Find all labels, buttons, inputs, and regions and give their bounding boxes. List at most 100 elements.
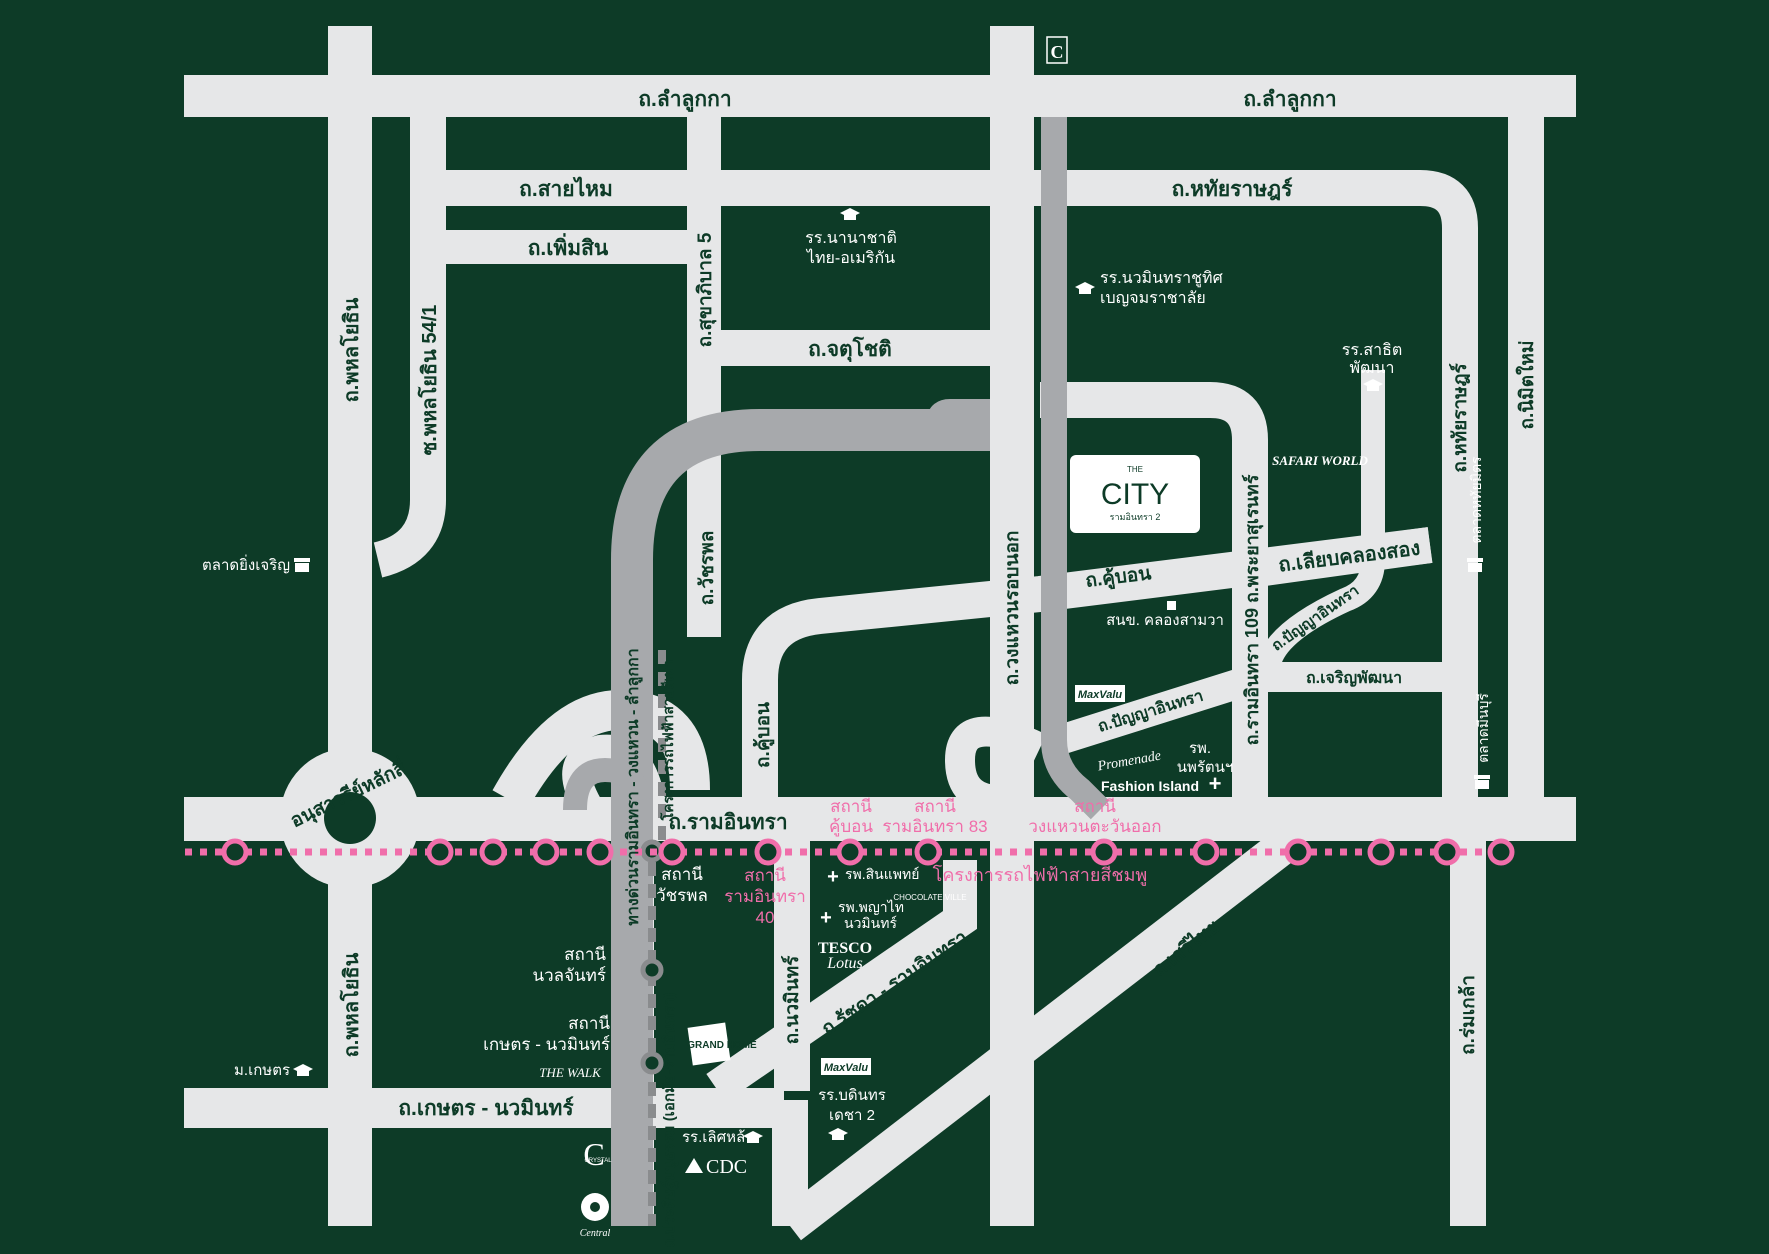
- road-seri-thai: [779, 826, 1301, 1241]
- maxvalu-badge: [821, 1058, 871, 1075]
- label-kaset-nawamin: ถ.เกษตร - นวมินทร์: [398, 1096, 574, 1120]
- school-icon: [743, 1131, 763, 1143]
- brand-maxvalu-1: MaxValu: [1078, 689, 1123, 701]
- road-nimit-mai: [1508, 117, 1544, 797]
- label-nimit-mai: ถ.นิมิตใหม่: [1515, 341, 1538, 430]
- brand-safari-world: SAFARI WORLD: [1272, 453, 1368, 468]
- central-logo-icon: [581, 1193, 609, 1221]
- project-name: CITY: [1101, 478, 1169, 511]
- svg-text:นวลจันทร์: นวลจันทร์: [532, 966, 606, 985]
- label-sai-mai: ถ.สายไหม: [519, 176, 613, 201]
- place-intl-school: รร.นานาชาติ: [805, 230, 897, 247]
- label-pink-line-project: โครงการรถไฟฟ้าสายสีชมพู: [933, 864, 1148, 886]
- expressway-east: [1041, 117, 1110, 820]
- label-phahon-yothin-south: ถ.พหลโยธิน: [339, 952, 363, 1057]
- brand-crystal: CRYSTAL: [584, 1158, 612, 1164]
- school-icon: [1363, 379, 1383, 391]
- road-sai-mai: [420, 170, 1040, 206]
- road-chatu-chot: [700, 330, 1000, 366]
- place-minburi-market: ตลาดมีนบุรี: [1475, 693, 1492, 763]
- grey-station-kaset-nawamin-label: สถานี: [568, 1014, 610, 1033]
- hospital-icon: +: [827, 866, 839, 888]
- project-sub: รามอินทรา 2: [1110, 512, 1161, 522]
- place-nopparat-hospital: รพ.: [1189, 740, 1211, 757]
- label-pradit-manutham: ถ.ประดิษฐ์มนูธรรม (เอกมัย-รามอินทรา): [660, 992, 679, 1247]
- place-nawamin-school: รร.นวมินทราชูทิศ: [1100, 270, 1223, 288]
- brand-thewalk: THE WALK: [539, 1065, 602, 1080]
- road-rom-klao: [1450, 841, 1486, 1226]
- pink-station-wongwaen-east-label: สถานี: [1074, 797, 1116, 816]
- road-panya-intra-diag: [1258, 370, 1385, 680]
- road-ram-intra-109: [1040, 382, 1268, 800]
- svg-text:40: 40: [756, 908, 775, 927]
- label-sukhaphiban-5: ถ.สุขาภิบาล 5: [695, 232, 717, 347]
- pink-station-khu-bon-label: สถานี: [830, 797, 872, 816]
- road-soi-phahon-54-1: [373, 117, 446, 578]
- expressway: [563, 117, 1110, 1226]
- road-liap-khlong-song: [1247, 527, 1433, 588]
- place-yingcharoen-market: ตลาดยิ่งเจริญ: [202, 554, 290, 574]
- place-hathai-mit-market: ตลาดหทัยมิตร: [1468, 456, 1484, 544]
- road-sukhaphiban-5: [687, 117, 721, 637]
- road-kaset-nawamin: [184, 1088, 784, 1128]
- label-watcharaphon: ถ.วัชรพล: [697, 531, 718, 606]
- svg-text:นวมินทร์: นวมินทร์: [844, 915, 897, 931]
- brand-grandhome: GRAND HOME: [687, 1040, 757, 1051]
- label-grey-line-project: โครงการรถไฟฟ้าสายสีเทา: [659, 660, 676, 822]
- triangle-icon: [685, 1158, 703, 1173]
- road-phum-sin: [420, 230, 690, 264]
- road-lam-luk-ka: [184, 75, 1576, 117]
- svg-text:รามอินทรา: รามอินทรา: [724, 887, 806, 906]
- svg-text:พัฒนา: พัฒนา: [1350, 360, 1395, 377]
- grey-station-watcharaphon-label: สถานี: [661, 865, 703, 884]
- place-cdc: CDC: [706, 1156, 747, 1178]
- place-bodindecha-school: รร.บดินทร: [818, 1087, 886, 1104]
- place-phyathai-hospital: รพ.พญาไท: [838, 899, 904, 915]
- label-ram-intra: ถ.รามอินทรา: [668, 811, 787, 834]
- svg-text:เกษตร - นวมินทร์: เกษตร - นวมินทร์: [483, 1035, 610, 1054]
- label-chatu-chot: ถ.จตุโชติ: [808, 336, 892, 363]
- label-phum-sin: ถ.เพิ่มสิน: [528, 232, 609, 260]
- label-rom-klao: ถ.ร่มเกล้า: [1457, 975, 1479, 1055]
- road-phahon-yothin: [328, 26, 372, 1226]
- school-icon: [1075, 282, 1095, 294]
- label-wongwaen: ถ.วงแหวนรอบนอก: [1002, 531, 1023, 686]
- road-nawamin: [774, 841, 810, 1091]
- svg-text:เบญจมราชาลัย: เบญจมราชาลัย: [1100, 290, 1206, 307]
- svg-text:วัชรพล: วัชรพล: [656, 886, 708, 905]
- brand-maxvalu-2: MaxValu: [824, 1062, 869, 1074]
- brand-central: Central: [580, 1228, 611, 1239]
- svg-text:คู้บอน: คู้บอน: [829, 817, 873, 837]
- hospital-icon: +: [1209, 771, 1222, 796]
- expressway-ramp: [563, 757, 652, 811]
- pink-station-ramintra-40-label: สถานี: [744, 866, 786, 885]
- svg-text:ไทย-อเมริกัน: ไทย-อเมริกัน: [805, 248, 895, 267]
- grey-station-nuanchan-label: สถานี: [564, 945, 606, 964]
- place-khlong-sam-wa: สนข. คลองสามวา: [1106, 612, 1224, 629]
- pink-station-labels: โครงการรถไฟฟ้าสายสีชมพู สถานี คู้บอน สถา…: [724, 797, 1161, 927]
- project-label-small: THE: [1127, 465, 1143, 474]
- label-phahon-yothin-54-1: ซ.พหลโยธิน 54/1: [417, 305, 441, 456]
- svg-text:C: C: [1051, 42, 1064, 62]
- brand-chocolate-ville: CHOCOLATE VILLE: [893, 893, 966, 902]
- pink-line: [185, 838, 1515, 866]
- grandhome-badge: [687, 1022, 731, 1066]
- crystal-c-logo: C: [583, 1136, 604, 1172]
- label-hathai-rat-top: ถ.หทัยราษฎร์: [1172, 177, 1294, 201]
- school-icon: [840, 208, 860, 220]
- label-ram-intra-109: ถ.รามอินทรา 109 ถ.พระยาสุเรนทร์: [1241, 474, 1264, 745]
- c-logo: [1046, 36, 1068, 64]
- maxvalu-badge: [1075, 685, 1125, 702]
- label-phahon-yothin-north: ถ.พหลโยธิน: [339, 297, 363, 402]
- school-icon: [293, 1064, 313, 1076]
- label-khu-bon-west: ถ.คู้บอน: [752, 702, 775, 768]
- expressway-main: [611, 409, 990, 1226]
- label-expressway: ทางด่วนรามอินทรา - วงแหวน - ลำลูกกา: [624, 648, 644, 925]
- svg-text:รามอินทรา 83: รามอินทรา 83: [882, 817, 987, 836]
- road-wongwaen-loop: [944, 716, 1047, 815]
- label-hathai-rat-side: ถ.หทัยราษฎร์: [1449, 363, 1471, 473]
- hospital-icon: +: [820, 907, 832, 929]
- places: รร.นานาชาติ ไทย-อเมริกัน รร.นวมินทราชูทิ…: [202, 36, 1492, 1178]
- place-lertla-school: รร.เลิศหล้า: [682, 1129, 754, 1146]
